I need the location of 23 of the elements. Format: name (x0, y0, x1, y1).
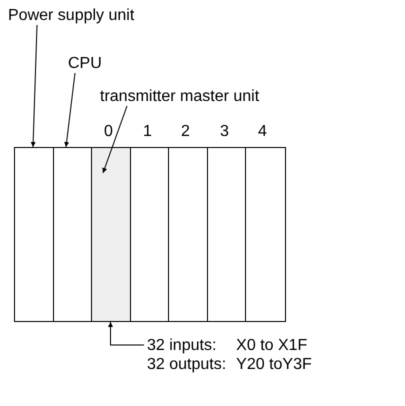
module-slot (245, 147, 286, 322)
module-slot (53, 147, 92, 322)
slot-number: 4 (258, 122, 267, 141)
module-slot (168, 147, 208, 322)
module-slot (130, 147, 170, 322)
slot-number: 2 (181, 122, 190, 141)
part-label: CPU (68, 54, 102, 73)
module-slot (14, 147, 54, 322)
part-label: Power supply unit (8, 6, 134, 25)
address-text: X0 to X1F (236, 336, 308, 355)
address-text: Y20 toY3F (236, 355, 312, 374)
address-text: 32 inputs: (147, 336, 218, 355)
arrow (30, 24, 38, 148)
slot-number: 1 (143, 122, 152, 141)
module-slot (207, 147, 246, 322)
leader-line (108, 322, 144, 346)
slot-number: 0 (104, 122, 113, 141)
part-label: transmitter master unit (100, 87, 260, 106)
module-slot (91, 147, 132, 322)
slot-number: 3 (220, 122, 229, 141)
arrow (102, 106, 128, 174)
arrow (64, 72, 76, 148)
address-text: 32 outputs: (147, 355, 226, 374)
